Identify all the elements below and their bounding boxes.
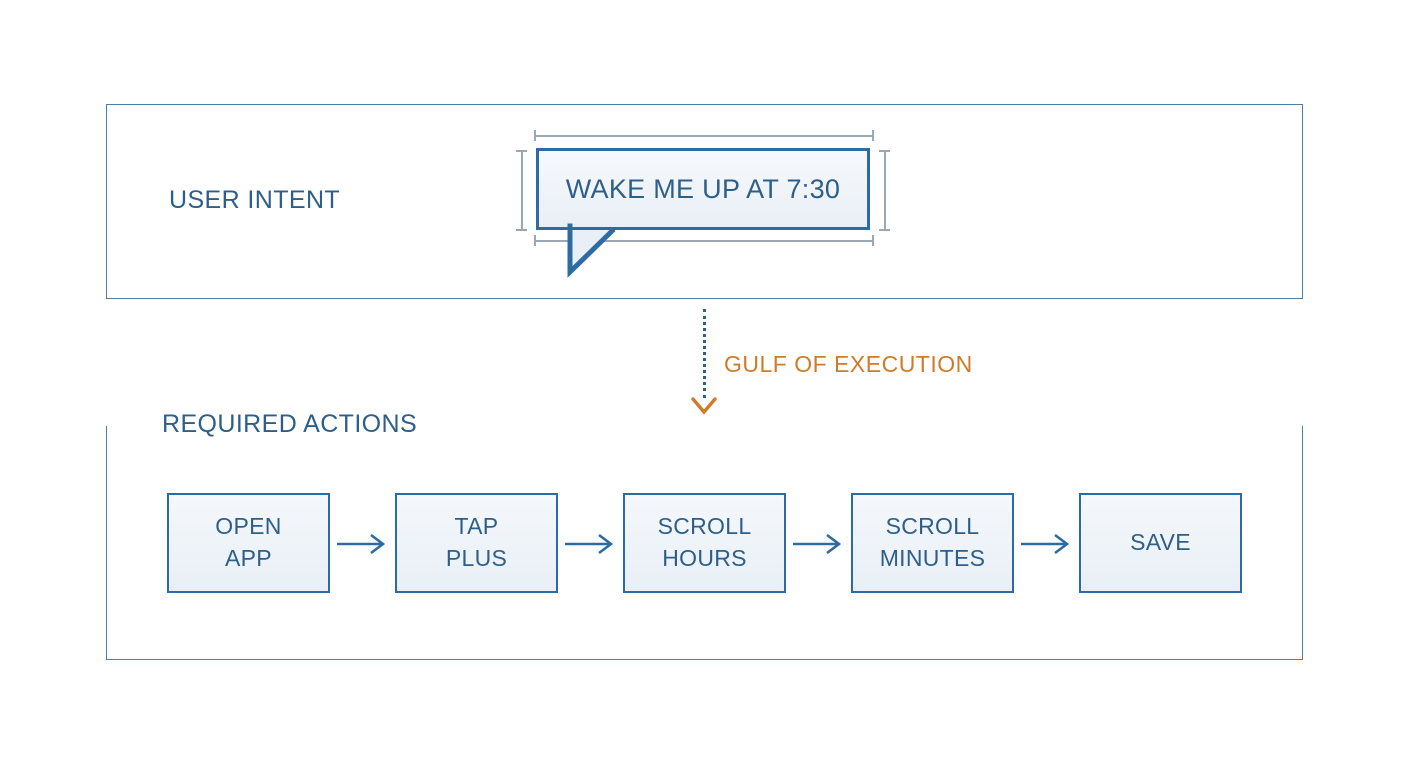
user-intent-label: USER INTENT xyxy=(169,186,341,214)
action-step-open-app[interactable]: OPEN APP xyxy=(167,493,330,593)
action-step-line2: APP xyxy=(225,545,272,571)
action-step-line2: PLUS xyxy=(445,545,508,571)
dimension-guide-right xyxy=(884,150,886,230)
arrow-right-icon-4 xyxy=(1021,533,1070,555)
action-step-line2: MINUTES xyxy=(879,545,986,571)
user-intent-speech-bubble: WAKE ME UP AT 7:30 xyxy=(536,148,870,278)
action-step-line1: SCROLL xyxy=(885,513,980,540)
gulf-arrow-down-icon xyxy=(691,397,717,415)
action-step-line1: OPEN xyxy=(215,513,282,540)
dimension-cap-top-right xyxy=(872,130,874,141)
action-step-scroll-minutes[interactable]: SCROLL MINUTES xyxy=(851,493,1014,593)
action-step-line1: SCROLL xyxy=(657,513,752,540)
dimension-guide-bottom xyxy=(534,240,874,242)
gulf-dotted-line xyxy=(703,309,706,398)
dimension-cap-top-left xyxy=(534,130,536,141)
arrow-right-icon-2 xyxy=(565,533,614,555)
action-step-label: TAP PLUS xyxy=(446,511,507,574)
required-actions-legend: REQUIRED ACTIONS xyxy=(158,410,422,439)
action-step-save[interactable]: SAVE xyxy=(1079,493,1242,593)
action-step-line1: TAP xyxy=(454,513,499,540)
arrow-right-icon-1 xyxy=(337,533,386,555)
speech-bubble-wrapper: WAKE ME UP AT 7:30 xyxy=(536,148,870,278)
action-step-tap-plus[interactable]: TAP PLUS xyxy=(395,493,558,593)
dimension-cap-bottom-left xyxy=(534,235,536,246)
dimension-cap-right-bottom xyxy=(879,229,890,231)
arrow-right-icon-3 xyxy=(793,533,842,555)
speech-bubble-tail-icon xyxy=(567,223,616,278)
dimension-guide-top xyxy=(534,135,874,137)
dimension-cap-left-bottom xyxy=(516,229,527,231)
action-step-label: SCROLL MINUTES xyxy=(880,511,986,574)
action-step-label: OPEN APP xyxy=(215,511,281,574)
action-step-label: SCROLL HOURS xyxy=(658,511,752,574)
action-step-line2: HOURS xyxy=(662,545,747,571)
action-step-label: SAVE xyxy=(1130,529,1191,556)
dimension-cap-bottom-right xyxy=(872,235,874,246)
gulf-of-execution-label: GULF OF EXECUTION xyxy=(724,351,973,377)
dimension-cap-right-top xyxy=(879,150,890,152)
dimension-guide-left xyxy=(521,150,523,230)
action-step-scroll-hours[interactable]: SCROLL HOURS xyxy=(623,493,786,593)
dimension-cap-left-top xyxy=(516,150,527,152)
speech-bubble-text: WAKE ME UP AT 7:30 xyxy=(565,173,841,204)
